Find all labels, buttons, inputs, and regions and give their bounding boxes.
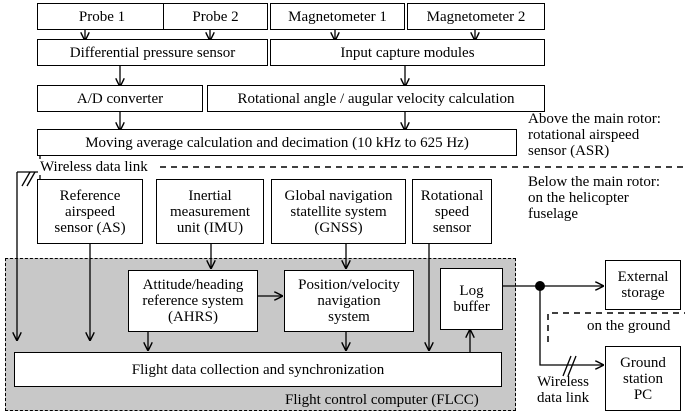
- above-line3: sensor (ASR): [528, 143, 610, 159]
- adc-label: A/D converter: [76, 90, 164, 107]
- gs-line2: station: [623, 370, 663, 387]
- below-line3: fuselage: [528, 206, 578, 222]
- rotational-speed-sensor-box: Rotational speed sensor: [412, 179, 492, 244]
- moving-average-box: Moving average calculation and decimatio…: [37, 129, 517, 156]
- pvn-line1: Position/velocity: [298, 277, 400, 293]
- as-line1: Reference: [59, 187, 121, 204]
- wireless-data-link-top: Wireless data link: [38, 159, 150, 175]
- external-storage-box: External storage: [605, 260, 681, 310]
- imu-line1: Inertial: [188, 187, 232, 204]
- probe2-box: Probe 2: [163, 3, 268, 30]
- as-line3: sensor (AS): [54, 219, 126, 236]
- flight-data-collection-box: Flight data collection and synchronizati…: [14, 352, 502, 387]
- arrow-junction-gs: [539, 286, 603, 365]
- wireless-data-link-bottom: Wireless data link: [537, 374, 589, 406]
- rss-line1: Rotational: [420, 187, 484, 204]
- gnss-box: Global navigation statellite system (GNS…: [271, 179, 406, 244]
- rss-line2: speed: [434, 203, 470, 220]
- dps-label: Differential pressure sensor: [69, 44, 236, 61]
- wireless-bottom-line2: data link: [537, 390, 590, 406]
- magnetometer1-box: Magnetometer 1: [270, 3, 405, 30]
- above-rotor-label: Above the main rotor: rotational airspee…: [528, 111, 661, 159]
- log-line1: Log: [459, 283, 484, 299]
- probe1-box: Probe 1: [37, 3, 167, 30]
- break-mark-2: [26, 171, 36, 187]
- rss-line3: sensor: [432, 219, 472, 236]
- gnss-line3: (GNSS): [314, 219, 363, 236]
- ground-station-box: Ground station PC: [605, 346, 681, 411]
- below-rotor-label: Below the main rotor: on the helicopter …: [528, 174, 660, 222]
- below-line2: on the helicopter: [528, 190, 629, 206]
- break-mark-3: [562, 355, 572, 377]
- ad-converter-box: A/D converter: [37, 85, 203, 112]
- ahrs-line1: Attitude/heading: [142, 277, 244, 293]
- position-velocity-nav-box: Position/velocity navigation system: [284, 270, 414, 332]
- above-line2: rotational airspeed: [528, 127, 640, 143]
- differential-pressure-sensor-box: Differential pressure sensor: [37, 39, 268, 66]
- magnetometer2-label: Magnetometer 2: [426, 8, 526, 25]
- mavg-label: Moving average calculation and decimatio…: [85, 134, 469, 151]
- ext-line1: External: [617, 269, 669, 285]
- gnss-line2: statellite system: [290, 203, 387, 220]
- log-buffer-box: Log buffer: [440, 268, 503, 330]
- as-line2: airspeed: [65, 203, 115, 220]
- reference-airspeed-sensor-box: Reference airspeed sensor (AS): [37, 179, 143, 244]
- ahrs-box: Attitude/heading reference system (AHRS): [128, 270, 258, 332]
- magnetometer2-box: Magnetometer 2: [407, 3, 545, 30]
- gs-line3: PC: [633, 386, 653, 403]
- break-mark-1: [21, 171, 31, 187]
- junction-dot: [535, 281, 545, 291]
- log-line2: buffer: [453, 299, 490, 315]
- rotational-angle-calc-box: Rotational angle / augular velocity calc…: [207, 85, 545, 112]
- imu-line3: unit (IMU): [176, 219, 244, 236]
- on-the-ground-label: on the ground: [587, 318, 671, 334]
- imu-line2: measurement: [170, 203, 250, 220]
- below-line1: Below the main rotor:: [528, 174, 661, 190]
- gnss-line1: Global navigation: [284, 187, 393, 204]
- break-mark-4: [567, 355, 577, 377]
- flcc-label: Flight control computer (FLCC): [285, 392, 479, 408]
- icm-label: Input capture modules: [340, 44, 475, 61]
- ahrs-line2: reference system: [142, 293, 244, 309]
- wireless-bottom-line1: Wireless: [537, 374, 589, 390]
- pvn-line3: system: [328, 309, 370, 325]
- ahrs-line3: (AHRS): [167, 309, 218, 325]
- fdc-label: Flight data collection and synchronizati…: [131, 361, 385, 378]
- above-line1: Above the main rotor:: [528, 111, 661, 127]
- rav-label: Rotational angle / augular velocity calc…: [237, 90, 515, 107]
- magnetometer1-label: Magnetometer 1: [288, 8, 387, 25]
- imu-box: Inertial measurement unit (IMU): [156, 179, 264, 244]
- input-capture-modules-box: Input capture modules: [270, 39, 545, 66]
- pvn-line2: navigation: [317, 293, 381, 309]
- probe1-label: Probe 1: [78, 8, 126, 25]
- gs-line1: Ground: [620, 354, 666, 371]
- probe2-label: Probe 2: [192, 8, 239, 25]
- ext-line2: storage: [621, 285, 665, 301]
